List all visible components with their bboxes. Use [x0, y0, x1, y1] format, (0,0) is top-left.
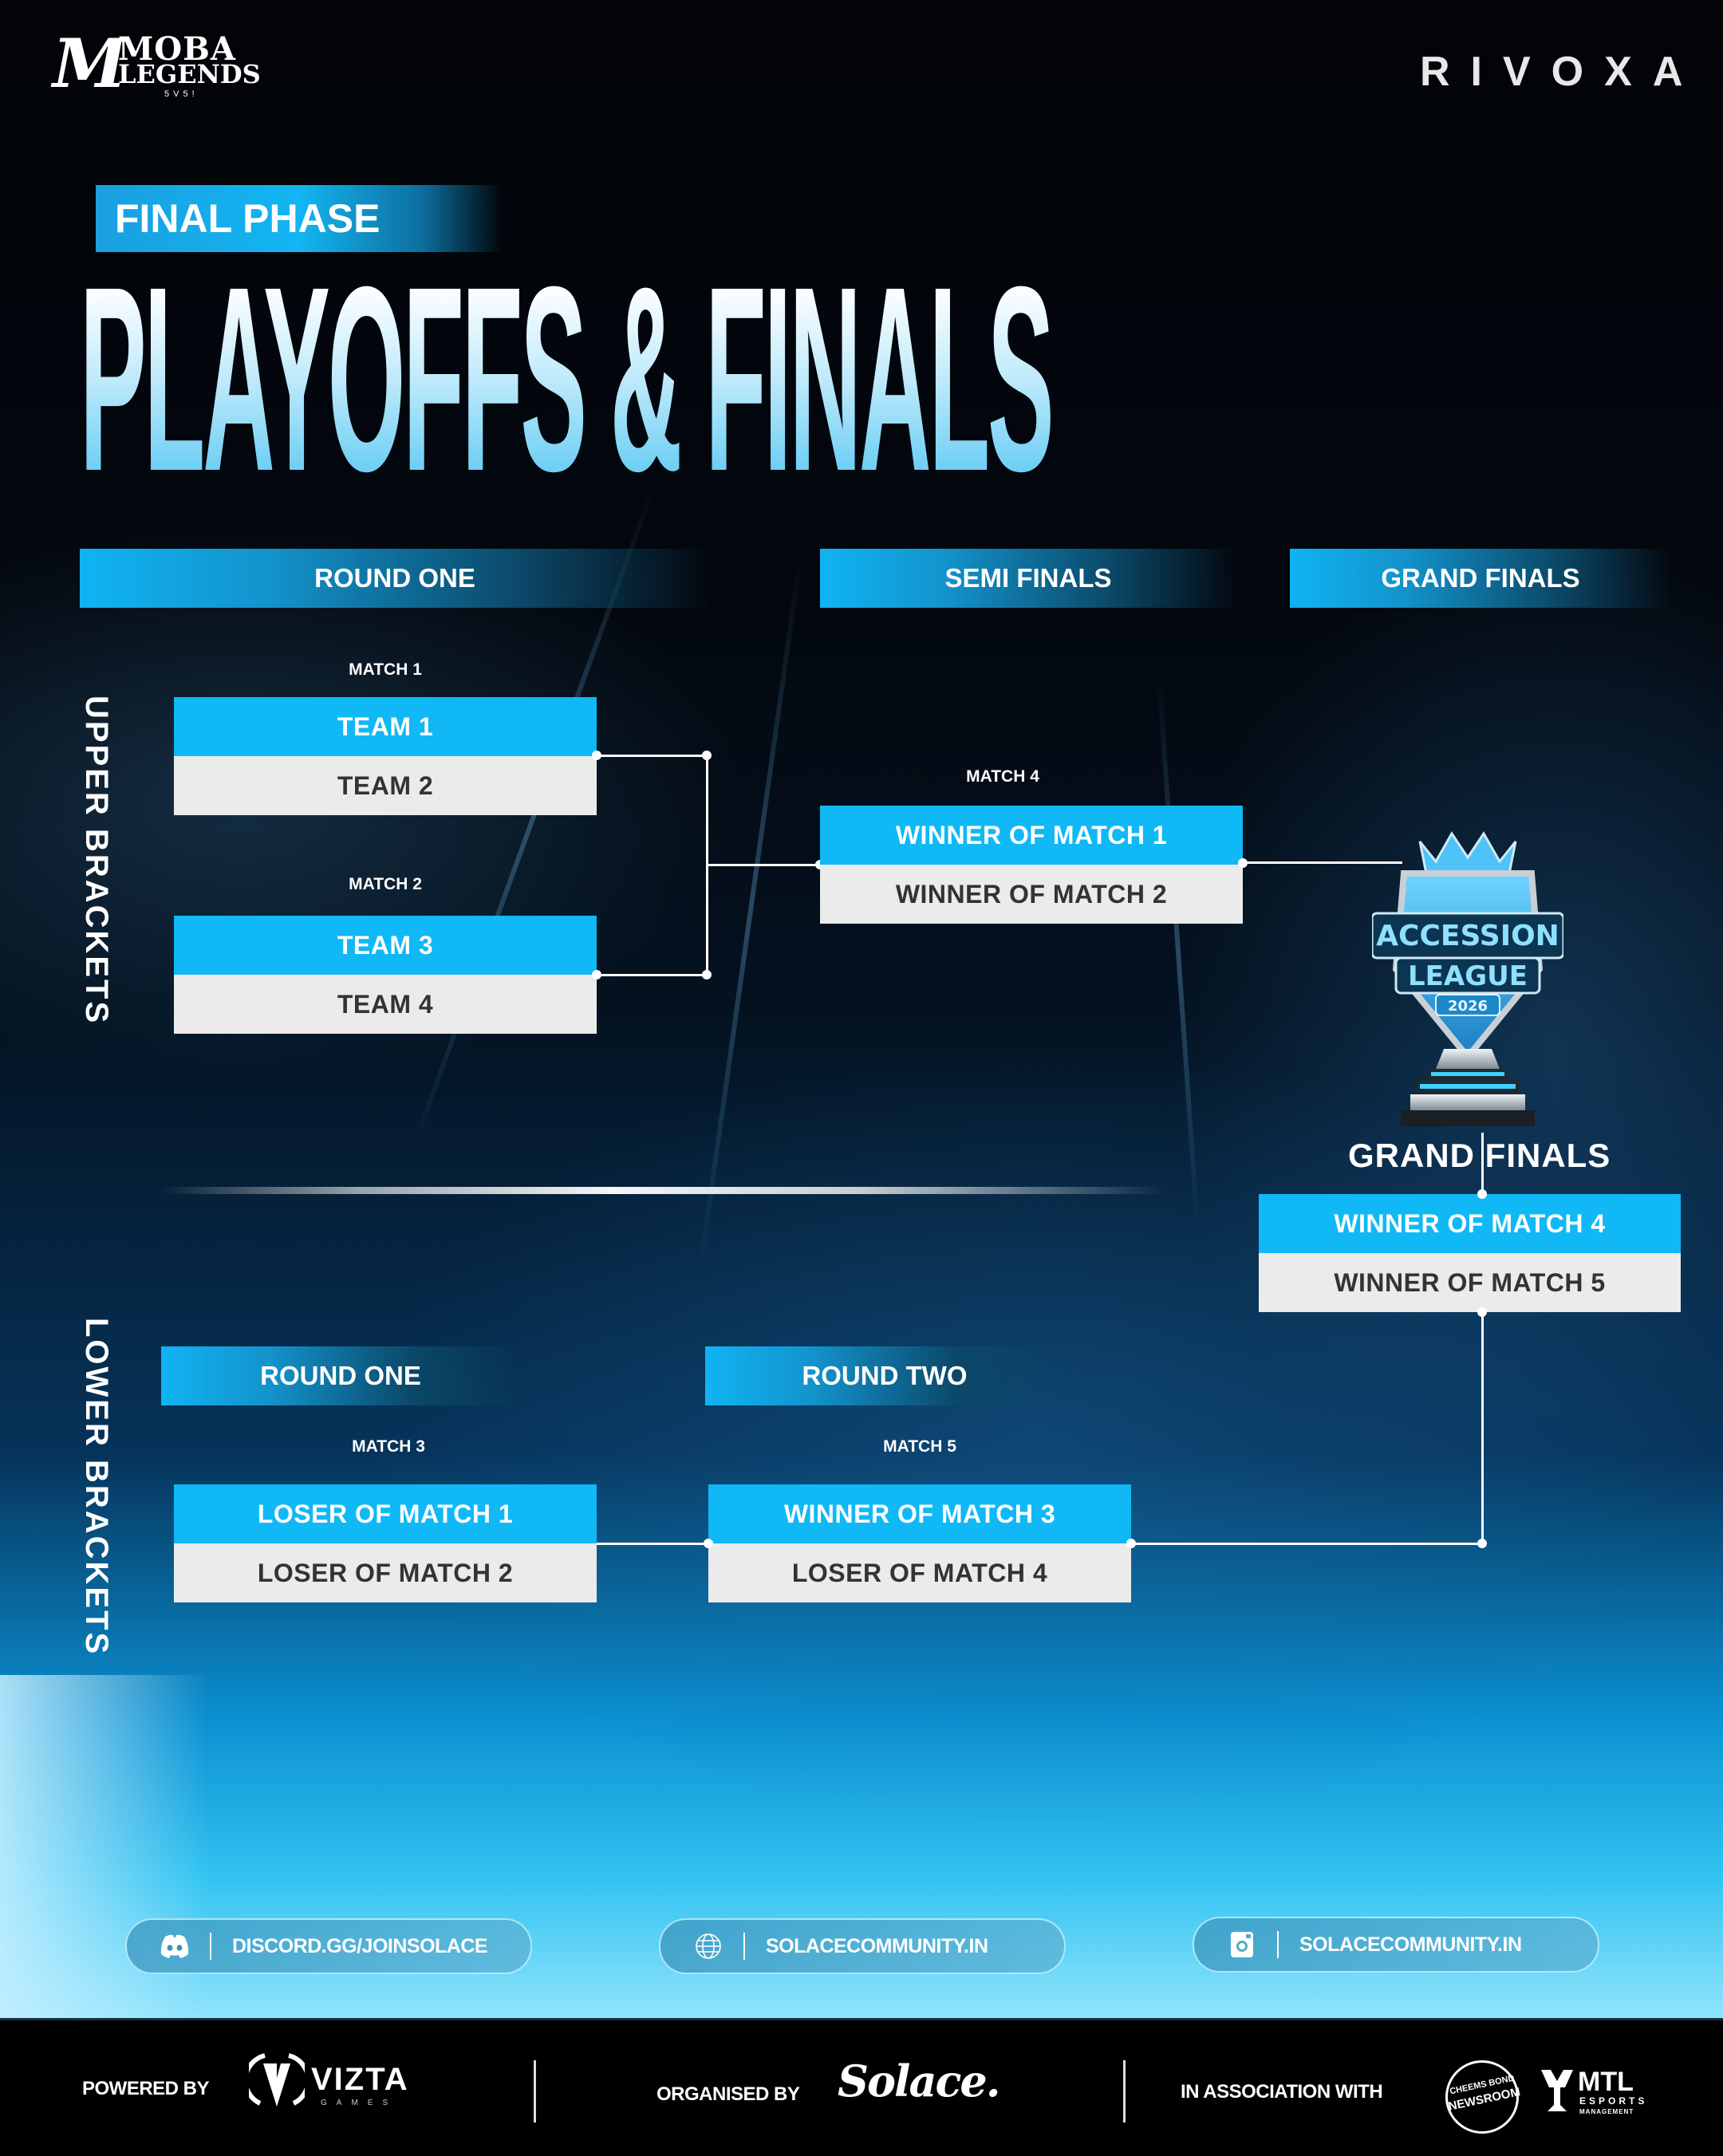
vizta-logo: VIZTA GAMES — [242, 2051, 416, 2115]
mtl-esports-logo: MTL ESPORTS MANAGEMENT — [1541, 2067, 1648, 2118]
column-header-label: ROUND TWO — [802, 1361, 968, 1390]
svg-text:ACCESSION: ACCESSION — [1376, 920, 1559, 952]
website-link[interactable]: SOLACECOMMUNITY.IN — [659, 1918, 1066, 1974]
organised-by-label: ORGANISED BY — [656, 2083, 800, 2105]
pill-separator — [210, 1933, 211, 1960]
mtl-sub1: ESPORTS — [1579, 2095, 1648, 2107]
solace-logo: Solace. — [838, 2055, 1001, 2107]
match-label: MATCH 4 — [966, 767, 1039, 786]
column-header-lower-round-two: ROUND TWO — [705, 1346, 1064, 1405]
team-slot-bottom[interactable]: WINNER OF MATCH 5 — [1259, 1253, 1681, 1312]
page-title: PLAYOFFS & FINALS — [80, 231, 1055, 526]
mtl-sub2: MANAGEMENT — [1579, 2108, 1634, 2115]
column-header-label: GRAND FINALS — [1381, 563, 1580, 593]
grand-finals-heading: GRAND FINALS — [1348, 1137, 1611, 1174]
connector-node — [1477, 1189, 1487, 1199]
instagram-link[interactable]: SOLACECOMMUNITY.IN — [1193, 1917, 1599, 1973]
match-label: MATCH 3 — [352, 1437, 425, 1456]
vizta-mark-icon — [242, 2053, 311, 2107]
svg-text:LEAGUE: LEAGUE — [1408, 960, 1528, 992]
globe-icon — [691, 1933, 726, 1960]
bracket-connector — [1481, 1133, 1484, 1195]
match-card-5[interactable]: WINNER OF MATCH 3 LOSER OF MATCH 4 — [708, 1484, 1131, 1602]
instagram-link-text: SOLACECOMMUNITY.IN — [1299, 1933, 1522, 1956]
lower-brackets-label: LOWER BRACKETS — [79, 1318, 114, 1657]
column-header-grand-finals: GRAND FINALS — [1290, 549, 1671, 608]
team-slot-bottom[interactable]: TEAM 2 — [174, 756, 597, 815]
column-header-round-one: ROUND ONE — [80, 549, 710, 608]
svg-text:2026: 2026 — [1448, 998, 1488, 1015]
column-header-lower-round-one: ROUND ONE — [161, 1346, 520, 1405]
bracket-connector — [1481, 1312, 1484, 1544]
connector-node — [702, 751, 712, 760]
sponsor-footer: POWERED BY VIZTA GAMES ORGANISED BY Sola… — [0, 2018, 1723, 2156]
logo-text-line2: LEGENDS — [118, 59, 261, 89]
logo-text-line3: 5V5! — [164, 89, 199, 99]
column-header-label: ROUND ONE — [260, 1361, 421, 1390]
phase-banner: FINAL PHASE — [96, 185, 503, 252]
moba-legends-mark-icon: M — [53, 24, 127, 103]
powered-by-label: POWERED BY — [82, 2078, 210, 2099]
connector-node — [704, 1539, 713, 1548]
cheems-bond-newsroom-logo: CHEEMS BOND NEWSROOM — [1445, 2060, 1521, 2134]
discord-link-text: DISCORD.GG/JOINSOLACE — [232, 1934, 488, 1957]
match-card-grand-final[interactable]: WINNER OF MATCH 4 WINNER OF MATCH 5 — [1259, 1194, 1681, 1312]
bracket-connector — [597, 974, 707, 976]
connector-node — [1238, 858, 1248, 868]
instagram-icon — [1224, 1932, 1260, 1957]
team-slot-top[interactable]: TEAM 1 — [174, 697, 597, 756]
bracket-connector — [1243, 861, 1402, 864]
upper-brackets-label: UPPER BRACKETS — [79, 696, 114, 1026]
match-label: MATCH 1 — [349, 660, 422, 679]
connector-node — [592, 970, 601, 979]
mtl-brand-text: MTL — [1578, 2067, 1634, 2097]
logo-text-line1: MOBA — [118, 30, 236, 68]
trophy-icon: ACCESSION LEAGUE 2026 — [1370, 831, 1565, 1126]
discord-link[interactable]: DISCORD.GG/JOINSOLACE — [125, 1918, 532, 1974]
team-slot-top[interactable]: WINNER OF MATCH 4 — [1259, 1194, 1681, 1253]
team-slot-bottom[interactable]: LOSER OF MATCH 2 — [174, 1543, 597, 1602]
vizta-brand-text: VIZTA — [311, 2062, 409, 2097]
bracket-connector — [707, 864, 820, 866]
bracket-connector — [597, 755, 707, 757]
match-card-1[interactable]: TEAM 1 TEAM 2 — [174, 697, 597, 815]
connector-node — [702, 970, 712, 979]
team-slot-top[interactable]: LOSER OF MATCH 1 — [174, 1484, 597, 1543]
bracket-connector — [597, 1543, 708, 1545]
column-header-semi-finals: SEMI FINALS — [820, 549, 1236, 608]
website-link-text: SOLACECOMMUNITY.IN — [766, 1934, 988, 1957]
rivoxa-logo: RIVOXA — [1420, 49, 1704, 95]
connector-node — [1477, 1539, 1487, 1548]
phase-label: FINAL PHASE — [115, 196, 380, 241]
team-slot-top[interactable]: TEAM 3 — [174, 916, 597, 975]
match-label: MATCH 2 — [349, 875, 422, 893]
footer-separator — [1123, 2060, 1126, 2122]
column-header-label: SEMI FINALS — [944, 563, 1112, 593]
section-divider — [160, 1187, 1165, 1194]
association-label: IN ASSOCIATION WITH — [1181, 2081, 1383, 2103]
team-slot-top[interactable]: WINNER OF MATCH 1 — [820, 806, 1243, 865]
pill-separator — [743, 1933, 745, 1960]
team-slot-bottom[interactable]: TEAM 4 — [174, 975, 597, 1034]
team-slot-bottom[interactable]: LOSER OF MATCH 4 — [708, 1543, 1131, 1602]
vizta-sub-text: GAMES — [321, 2099, 398, 2107]
mtl-mark-icon — [1541, 2070, 1573, 2111]
accession-league-trophy: ACCESSION LEAGUE 2026 — [1370, 826, 1565, 1129]
discord-icon — [157, 1933, 192, 1959]
bracket-connector — [1131, 1543, 1482, 1545]
team-slot-top[interactable]: WINNER OF MATCH 3 — [708, 1484, 1131, 1543]
connector-node — [1126, 1539, 1136, 1548]
column-header-label: ROUND ONE — [314, 563, 475, 593]
pill-separator — [1277, 1931, 1279, 1958]
team-slot-bottom[interactable]: WINNER OF MATCH 2 — [820, 865, 1243, 924]
connector-node — [592, 751, 601, 760]
match-card-3[interactable]: LOSER OF MATCH 1 LOSER OF MATCH 2 — [174, 1484, 597, 1602]
footer-separator — [534, 2060, 536, 2122]
match-label: MATCH 5 — [883, 1437, 956, 1456]
moba-legends-logo: M MOBA LEGENDS 5V5! — [53, 24, 261, 104]
match-card-2[interactable]: TEAM 3 TEAM 4 — [174, 916, 597, 1034]
match-card-4[interactable]: WINNER OF MATCH 1 WINNER OF MATCH 2 — [820, 806, 1243, 924]
